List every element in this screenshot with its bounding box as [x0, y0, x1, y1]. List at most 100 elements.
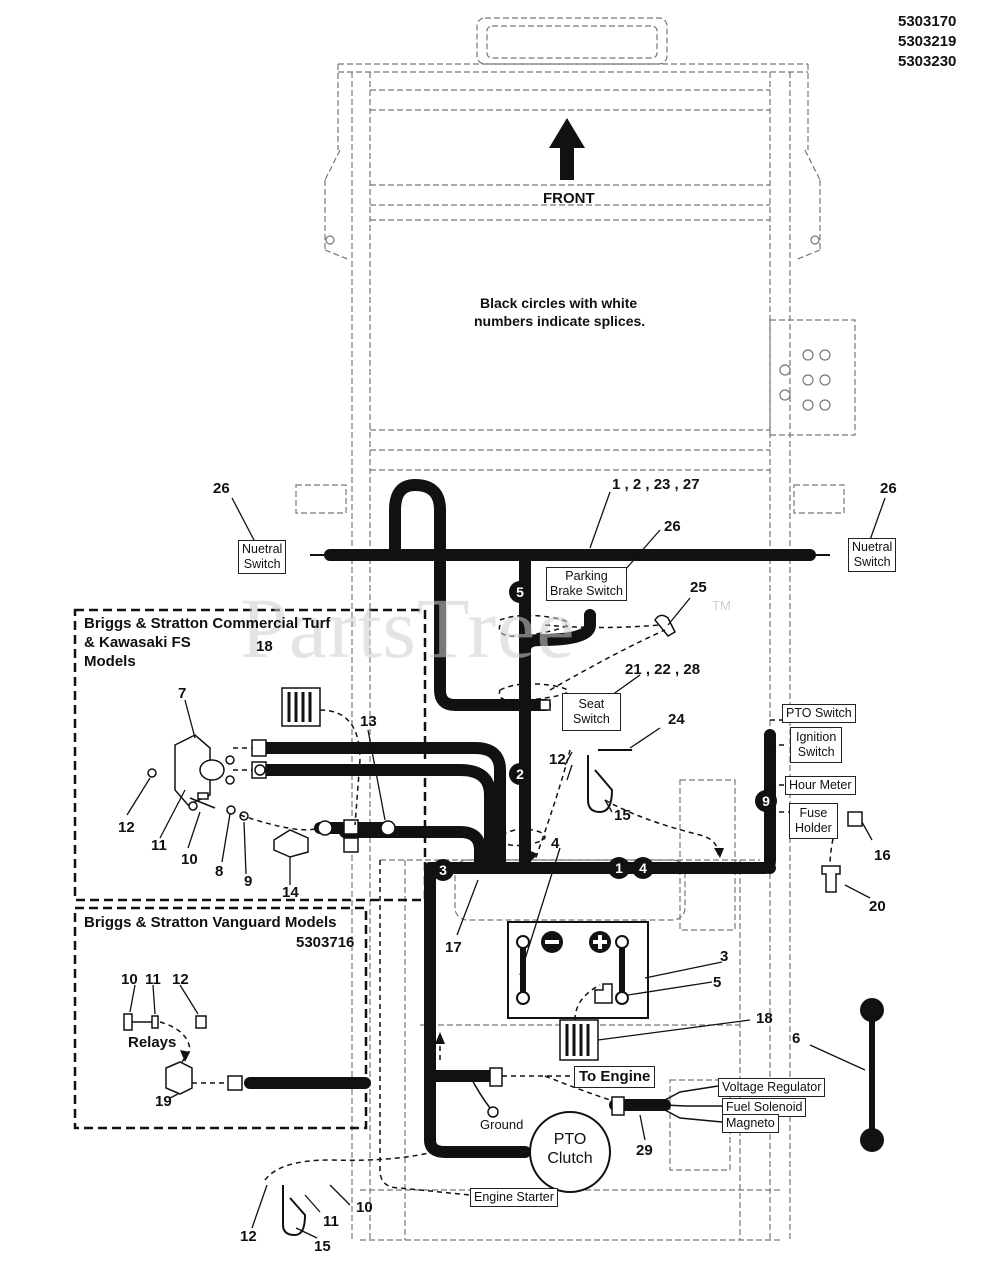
parking-brake-switch-label: Parking Brake Switch: [546, 567, 627, 601]
fuse-block-top-fins: [287, 692, 312, 722]
engine-terminal-wires: [469, 1075, 723, 1123]
leader-lines: [126, 491, 886, 1239]
callout-11-a: 11: [151, 837, 167, 854]
inset-vanguard-model: 5303716: [296, 934, 355, 951]
fuse-holder-line-1: Fuse: [799, 806, 828, 820]
callout-16: 16: [874, 847, 891, 864]
callout-harness-main: 1 , 2 , 23 , 27: [612, 476, 700, 493]
relay-vanguard: [165, 1061, 193, 1095]
magneto-label: Magneto: [722, 1114, 779, 1133]
fuse-block-bottom-fins: [565, 1024, 590, 1056]
splice-9: 9: [755, 790, 777, 812]
callout-26-left: 26: [213, 480, 230, 497]
neutral-switch-left-line-2: Switch: [243, 557, 281, 571]
callout-10-b: 10: [121, 971, 138, 988]
fuel-solenoid-label: Fuel Solenoid: [722, 1098, 807, 1117]
callout-10-c: 10: [356, 1199, 373, 1216]
voltage-regulator-label: Voltage Regulator: [718, 1078, 826, 1097]
pto-switch-label: PTO Switch: [782, 704, 856, 723]
neutral-switch-right-line-1: Nuetral: [852, 540, 893, 554]
callout-18-top: 18: [256, 638, 273, 655]
callout-12-a: 12: [118, 819, 135, 836]
pto-clutch-line-2: Clutch: [547, 1150, 593, 1167]
ignition-switch-line-2: Switch: [797, 745, 835, 759]
splice-1: 1: [608, 857, 630, 879]
callout-3: 3: [720, 948, 729, 965]
frame-holes: [325, 235, 831, 411]
neutral-switch-left-line-1: Nuetral: [242, 542, 283, 556]
callout-29: 29: [636, 1142, 653, 1159]
seat-switch-line-2: Switch: [573, 712, 610, 726]
inset-box-vanguard: [73, 906, 368, 1130]
callout-10-a: 10: [181, 851, 198, 868]
callout-26-right: 26: [880, 480, 897, 497]
seat-switch-line-1: Seat: [578, 697, 605, 711]
callout-11-b: 11: [145, 971, 161, 988]
front-label: FRONT: [543, 190, 595, 207]
clamp-15-top: [587, 755, 614, 814]
callout-12-b: 12: [549, 751, 566, 768]
connectors: [227, 699, 625, 1116]
callout-24: 24: [668, 711, 685, 728]
fuse-holder-label: Fuse Holder: [789, 803, 838, 839]
chassis-frame: [295, 17, 856, 1241]
ground-label: Ground: [480, 1117, 524, 1132]
watermark-tm: TM: [712, 598, 731, 613]
ignition-switch-label: Ignition Switch: [790, 727, 843, 763]
arrowheads: [180, 848, 724, 1062]
model-number-2: 5303219: [898, 33, 957, 50]
callout-15-a: 15: [614, 807, 631, 824]
callout-15-b: 15: [314, 1238, 331, 1255]
clip-25: [654, 614, 676, 637]
callout-13: 13: [360, 713, 377, 730]
fuse-plug: [821, 865, 841, 893]
relay-solenoid: [147, 734, 249, 821]
splice-3: 3: [432, 859, 454, 881]
splice-note-line-2: numbers indicate splices.: [474, 313, 646, 329]
fuse-holder-line-2: Holder: [795, 821, 832, 835]
battery: [507, 921, 649, 1019]
callout-12-d: 12: [240, 1228, 257, 1245]
neutral-switch-right-label: Nuetral Switch: [848, 538, 897, 572]
clamp-15-bottom: [282, 1185, 307, 1237]
callout-4: 4: [551, 835, 560, 852]
splice-4: 4: [632, 857, 654, 879]
to-engine-label: To Engine: [574, 1066, 656, 1088]
callout-20: 20: [869, 898, 886, 915]
inset-commercial-line-2: & Kawasaki FS: [84, 634, 191, 651]
callout-5: 5: [713, 974, 722, 991]
relay-clip: [273, 829, 309, 858]
model-number-1: 5303170: [898, 13, 957, 30]
neutral-switch-right-line-2: Switch: [853, 555, 891, 569]
fuse-holder-part: [847, 811, 863, 827]
pto-clutch-outline: [529, 1111, 611, 1193]
splice-5: 5: [509, 581, 531, 603]
splice-note-line-1: Black circles with white: [480, 295, 638, 311]
callout-seat-parts: 21 , 22 , 28: [625, 661, 701, 678]
callout-11-c: 11: [323, 1213, 339, 1230]
vanguard-hardware: [123, 1013, 207, 1031]
inset-vanguard-title: Briggs & Stratton Vanguard Models: [84, 914, 337, 931]
inset-commercial-line-1: Briggs & Stratton Commercial Turf: [84, 615, 331, 632]
front-arrow: [549, 118, 585, 180]
inset-box-commercial: [73, 608, 427, 902]
engine-starter-label: Engine Starter: [470, 1188, 558, 1207]
seat-switch-label: Seat Switch: [562, 693, 621, 731]
pto-clutch-line-1: PTO: [553, 1131, 587, 1148]
callout-19: 19: [155, 1093, 172, 1110]
ground-strap: [860, 998, 884, 1152]
parking-brake-line-2: Brake Switch: [550, 584, 623, 598]
relays-label: Relays: [128, 1034, 177, 1051]
callout-26-mid: 26: [664, 518, 681, 535]
pto-clutch-label: PTO Clutch: [530, 1130, 610, 1168]
callout-6: 6: [792, 1030, 801, 1047]
callout-17: 17: [445, 939, 462, 956]
callout-7: 7: [178, 685, 187, 702]
callout-14: 14: [282, 884, 299, 901]
model-number-3: 5303230: [898, 53, 957, 70]
callout-25: 25: [690, 579, 707, 596]
callout-18-bottom: 18: [756, 1010, 773, 1027]
callout-8: 8: [215, 863, 224, 880]
splice-2: 2: [509, 763, 531, 785]
